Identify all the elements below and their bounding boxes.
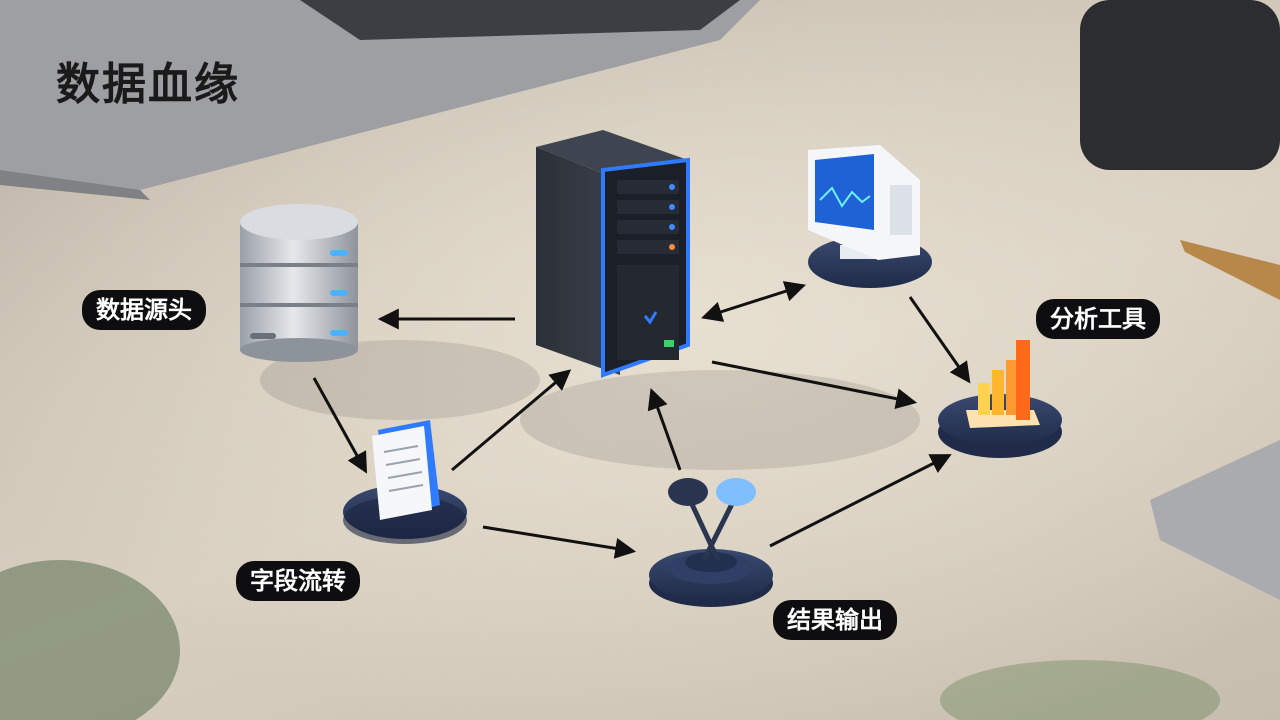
label-analysis-tools: 分析工具 — [1036, 299, 1160, 339]
edge-server-to-tools — [711, 360, 918, 410]
monitor-icon — [808, 145, 932, 288]
edge-result-to-tools — [769, 454, 952, 548]
edge-monitor-to-tools — [908, 296, 971, 384]
server-tower-icon — [536, 130, 690, 378]
edge-server-monitor — [700, 281, 807, 322]
edge-field-to-server — [451, 369, 572, 472]
label-field-flow: 字段流转 — [236, 561, 360, 601]
edge-field-to-result — [482, 525, 637, 559]
edge-result-to-server — [647, 388, 682, 471]
document-icon — [343, 420, 467, 544]
edges — [312, 281, 971, 559]
page-title: 数据血缘 — [56, 59, 240, 110]
label-result-output: 结果输出 — [773, 600, 897, 640]
database-icon — [240, 204, 358, 362]
label-data-source: 数据源头 — [82, 290, 206, 330]
bar-chart-icon — [938, 340, 1062, 458]
edge-source-to-field — [312, 377, 368, 474]
output-node-icon — [649, 478, 773, 607]
